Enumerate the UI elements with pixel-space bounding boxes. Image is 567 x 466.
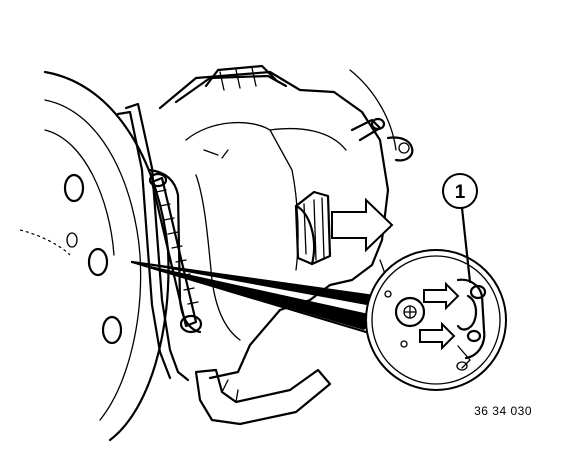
wheel-bolt-hole xyxy=(87,247,109,277)
figure-code: 36 34 030 xyxy=(474,404,532,418)
caliper-bracket xyxy=(116,102,202,382)
detail-arrow xyxy=(423,281,460,311)
detail-leader-lines xyxy=(130,260,378,334)
wheel-bolt-hole xyxy=(63,173,85,203)
detail-arrow xyxy=(419,321,456,351)
brake-pad xyxy=(294,190,332,266)
brake-disc xyxy=(19,70,170,442)
callout-1: 1 xyxy=(442,173,478,284)
wheel-bolt-hole xyxy=(101,315,123,345)
callout-number: 1 xyxy=(455,182,466,203)
pad-removal-arrow xyxy=(331,197,394,253)
detail-magnifier xyxy=(365,249,507,391)
magnifier-circle xyxy=(365,249,507,391)
caliper-housing xyxy=(158,64,414,426)
